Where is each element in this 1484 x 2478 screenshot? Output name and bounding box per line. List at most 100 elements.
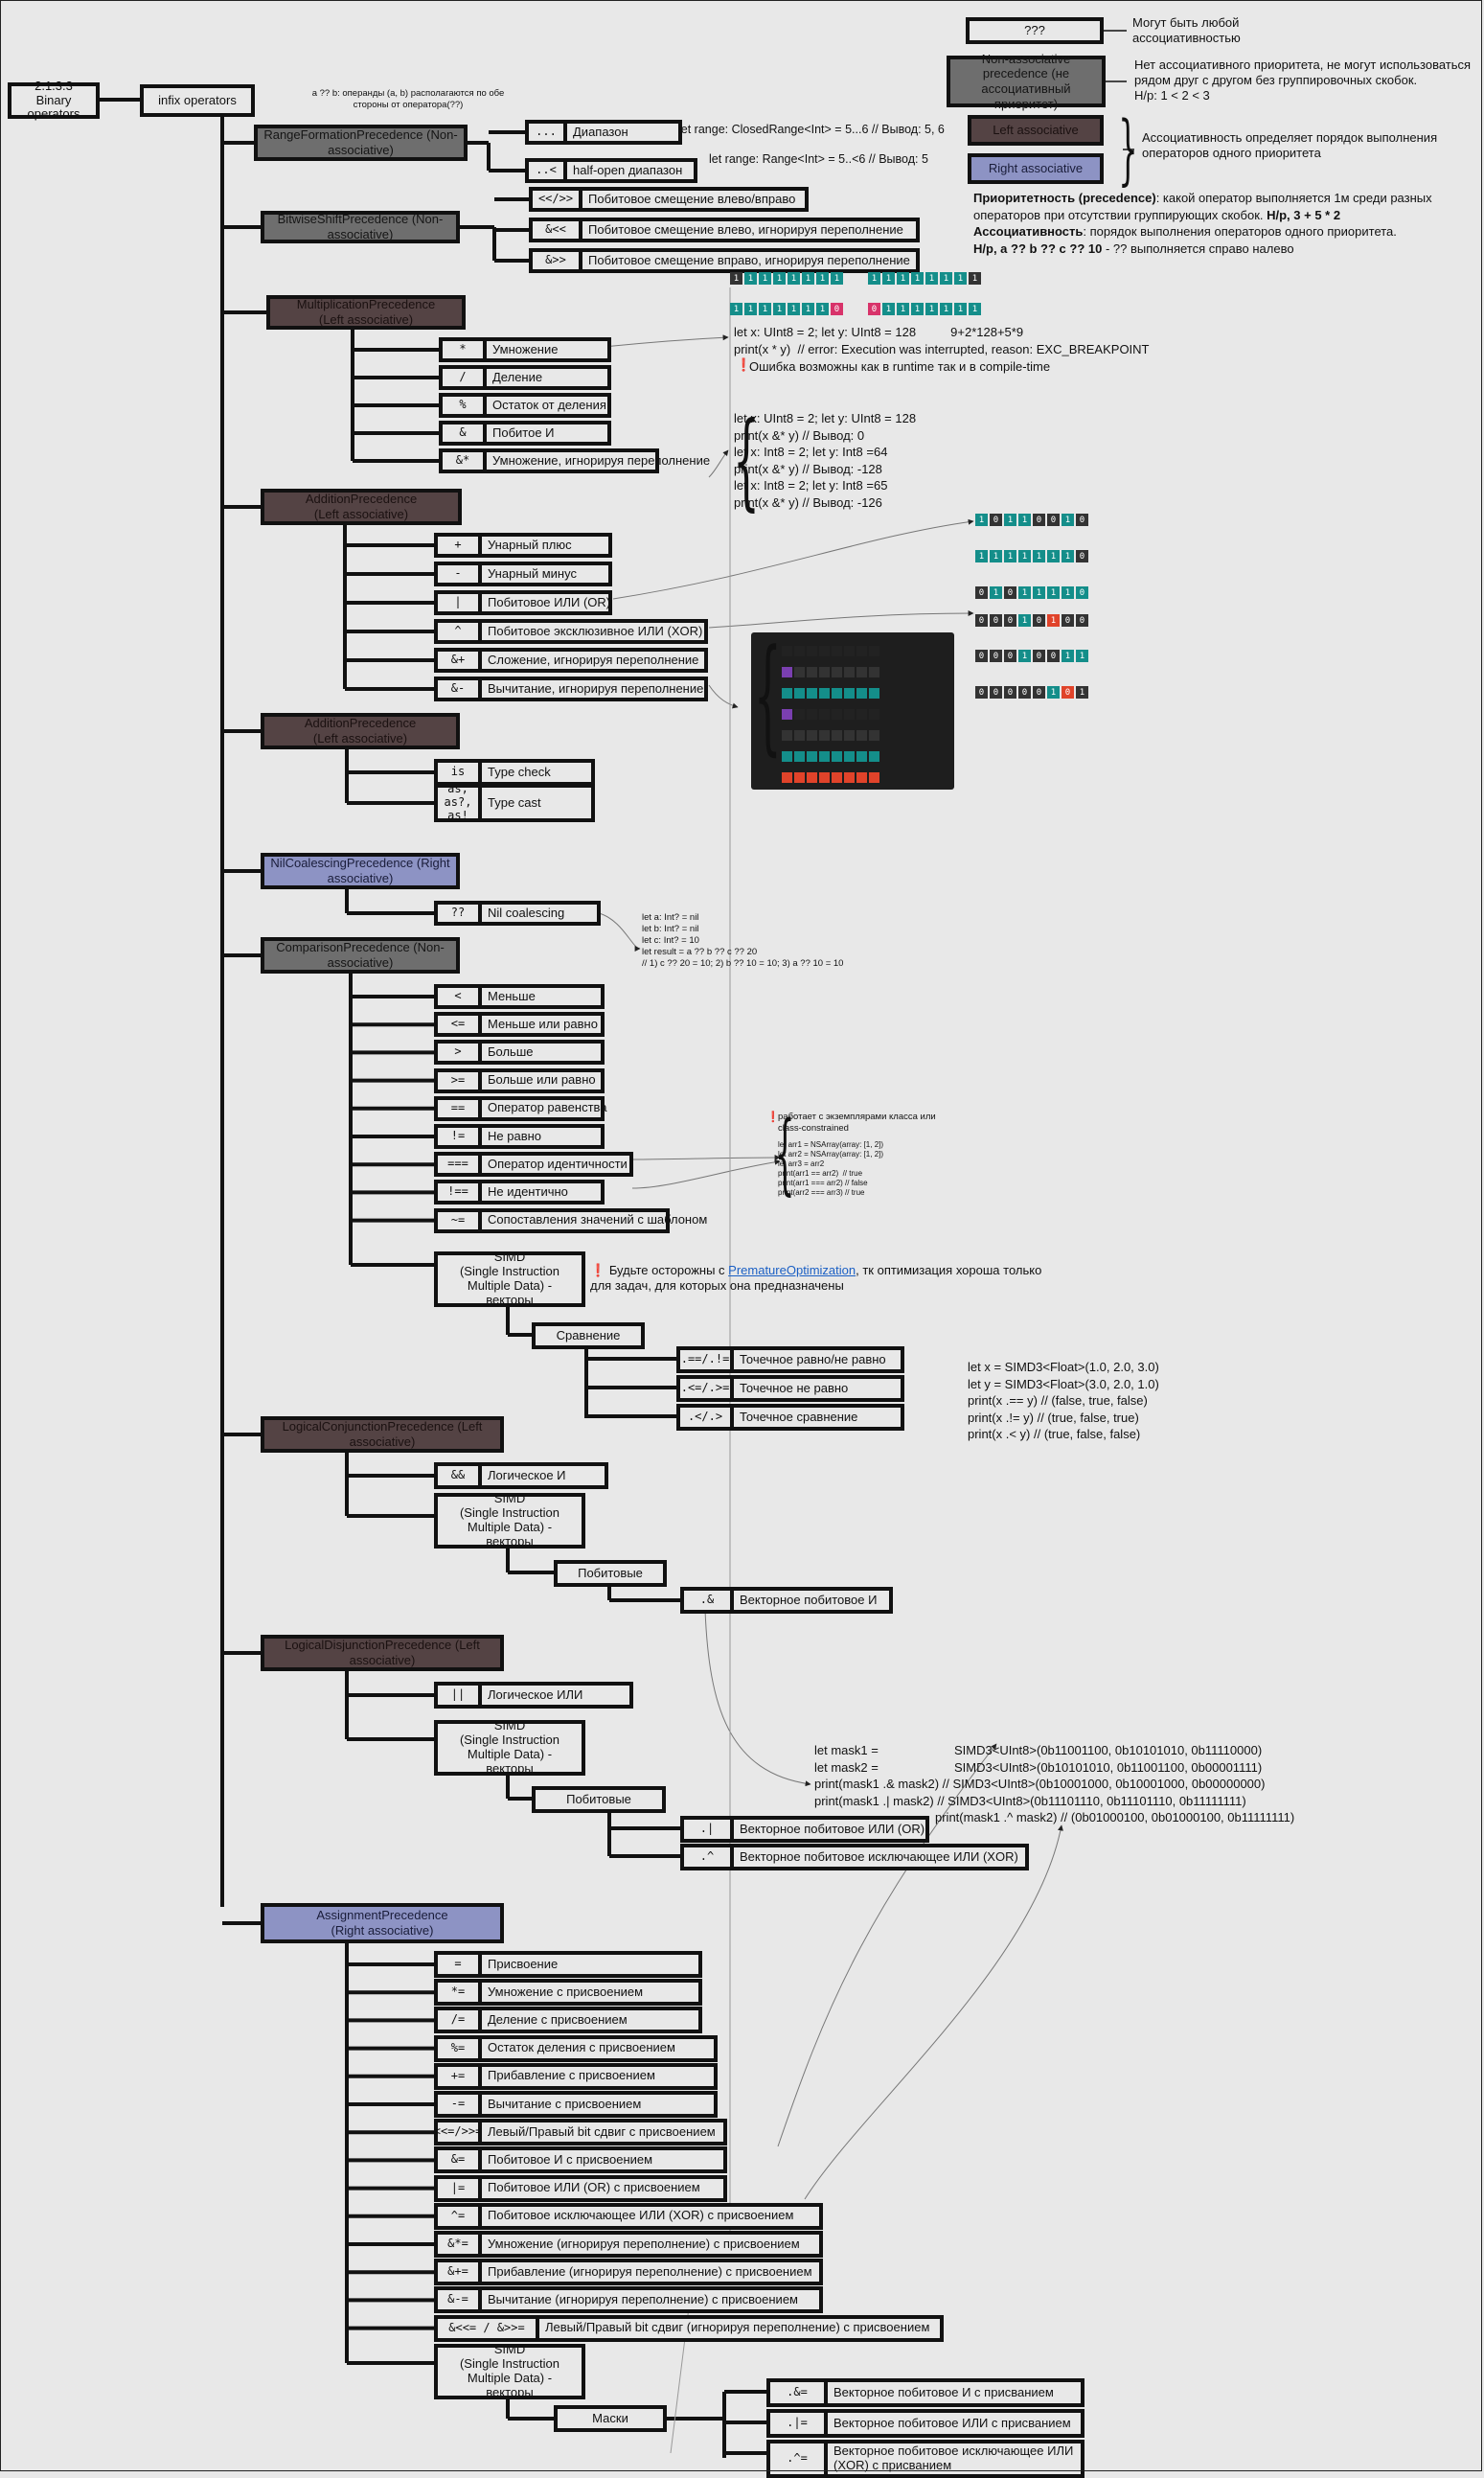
operator-symbol[interactable]: / bbox=[439, 365, 487, 390]
bit-cell: 1 bbox=[816, 272, 829, 285]
operator-symbol[interactable]: < bbox=[434, 984, 482, 1009]
operator-symbol[interactable]: > bbox=[434, 1040, 482, 1066]
operator-symbol[interactable]: >= bbox=[434, 1067, 482, 1093]
amp-code: let x: UInt8 = 2; let y: UInt8 = 128 pri… bbox=[734, 411, 917, 510]
reference-arrow bbox=[804, 1824, 1063, 2200]
bit-cell bbox=[844, 667, 855, 677]
bit-cell: 1 bbox=[990, 586, 1002, 599]
bit-cell: 1 bbox=[1033, 550, 1045, 562]
title-box: 2.1.3.3 Binary operators bbox=[8, 79, 100, 121]
operator-symbol[interactable]: === bbox=[434, 1152, 482, 1178]
operator-symbol[interactable]: | bbox=[434, 590, 482, 615]
bit-cell bbox=[794, 667, 805, 677]
amp-brace: { bbox=[733, 399, 760, 521]
operator-symbol[interactable]: &-= bbox=[434, 2286, 482, 2314]
operator-symbol[interactable]: % bbox=[439, 393, 487, 418]
operator-symbol[interactable]: .==/.!= bbox=[676, 1346, 734, 1373]
operator-symbol[interactable]: & bbox=[439, 421, 487, 446]
bit-cell bbox=[844, 751, 855, 762]
operator-symbol[interactable]: ... bbox=[525, 120, 567, 145]
operator-symbol[interactable]: * bbox=[439, 337, 487, 362]
operator-symbol[interactable]: .^ bbox=[680, 1844, 734, 1870]
operator-label: Меньше bbox=[478, 984, 605, 1009]
bit-cell bbox=[782, 667, 792, 677]
bit-cell: 1 bbox=[1004, 514, 1016, 526]
operator-symbol[interactable]: ~= bbox=[434, 1207, 482, 1233]
operator-symbol[interactable]: &+= bbox=[434, 2259, 482, 2286]
bit-cell: 0 bbox=[990, 614, 1002, 627]
group-add: AdditionPrecedence (Left associative) bbox=[261, 489, 462, 525]
operator-symbol[interactable]: &- bbox=[434, 677, 482, 701]
bit-cell: 1 bbox=[1047, 614, 1060, 627]
simd-sub-box: Сравнение bbox=[532, 1322, 645, 1349]
bit-cell bbox=[819, 730, 830, 741]
operator-symbol[interactable]: ^ bbox=[434, 619, 482, 644]
operator-symbol[interactable]: *= bbox=[434, 1979, 482, 2007]
operator-symbol[interactable]: &* bbox=[439, 448, 487, 473]
operator-symbol[interactable]: &>> bbox=[529, 248, 582, 273]
operator-symbol[interactable]: || bbox=[434, 1682, 482, 1709]
operator-label: Векторное побитовое И с присванием bbox=[824, 2378, 1084, 2407]
operator-symbol[interactable]: - bbox=[434, 562, 482, 586]
bit-cell: 1 bbox=[759, 303, 771, 315]
bit-cell: 1 bbox=[940, 303, 952, 315]
mask-code-xor: print(mask1 .^ mask2) // (0b01000100, 0b… bbox=[935, 1810, 1295, 1824]
operator-symbol[interactable]: <</>> bbox=[529, 187, 582, 212]
operator-symbol[interactable]: + bbox=[434, 533, 482, 558]
operator-symbol[interactable]: .|= bbox=[766, 2409, 828, 2438]
bit-cell bbox=[807, 667, 817, 677]
operator-symbol[interactable]: .</.> bbox=[676, 1404, 734, 1431]
operator-symbol[interactable]: ?? bbox=[434, 901, 482, 926]
operator-symbol[interactable]: &+ bbox=[434, 648, 482, 673]
operator-label: Логическое ИЛИ bbox=[478, 1682, 633, 1709]
bit-row bbox=[782, 709, 879, 720]
operator-symbol[interactable]: <<=/>>= bbox=[434, 2119, 482, 2146]
operator-symbol[interactable]: .| bbox=[680, 1816, 734, 1843]
operator-symbol[interactable]: = bbox=[434, 1951, 482, 1978]
bit-cell bbox=[807, 688, 817, 699]
operator-label: Побитовое И с присвоением bbox=[478, 2146, 727, 2174]
precedence-text-2: операторов при отсутствии группирующих с… bbox=[973, 207, 1267, 222]
operator-symbol[interactable]: ^= bbox=[434, 2202, 482, 2230]
operator-symbol[interactable]: &<< bbox=[529, 218, 582, 242]
operator-symbol[interactable]: .&= bbox=[766, 2378, 828, 2407]
bit-cell: 1 bbox=[1033, 586, 1045, 599]
bit-cell bbox=[832, 646, 842, 656]
operator-symbol[interactable]: += bbox=[434, 2062, 482, 2090]
premature-optimization-link[interactable]: PrematureOptimization bbox=[728, 1263, 856, 1277]
operator-symbol[interactable]: as, as?, as! bbox=[434, 782, 482, 822]
operator-symbol[interactable]: /= bbox=[434, 2007, 482, 2034]
operator-symbol[interactable]: .^= bbox=[766, 2440, 828, 2478]
legend-text-non: Нет ассоциативного приоритета, не могут … bbox=[1134, 57, 1472, 103]
bit-cell bbox=[844, 772, 855, 783]
operator-symbol[interactable]: ..< bbox=[525, 158, 567, 183]
operator-symbol[interactable]: |= bbox=[434, 2174, 482, 2202]
legend-box-any: ??? bbox=[966, 17, 1104, 44]
range-note-1: let range: ClosedRange<Int> = 5...6 // В… bbox=[678, 123, 945, 136]
operator-symbol[interactable]: <= bbox=[434, 1012, 482, 1038]
operator-symbol[interactable]: -= bbox=[434, 2091, 482, 2118]
operator-symbol[interactable]: .<=/.>= bbox=[676, 1375, 734, 1402]
bit-cell bbox=[819, 667, 830, 677]
operator-symbol[interactable]: && bbox=[434, 1462, 482, 1489]
bit-cell: 1 bbox=[1018, 586, 1031, 599]
operator-symbol[interactable]: .& bbox=[680, 1587, 734, 1614]
root-note: a ?? b: операнды (a, b) располагаются по… bbox=[311, 88, 505, 110]
mult-warning: Ошибка возможны как в runtime так и в co… bbox=[749, 359, 1051, 374]
bit-cell: 0 bbox=[1033, 650, 1045, 662]
operator-symbol[interactable]: %= bbox=[434, 2034, 482, 2062]
operator-symbol[interactable]: &*= bbox=[434, 2231, 482, 2258]
operator-symbol[interactable]: &<<= / &>>= bbox=[434, 2314, 539, 2342]
bit-row bbox=[782, 646, 879, 656]
operator-symbol[interactable]: == bbox=[434, 1095, 482, 1121]
operator-symbol[interactable]: &= bbox=[434, 2146, 482, 2174]
bit-cell bbox=[794, 730, 805, 741]
legend-box-left: Left associative bbox=[968, 115, 1104, 146]
bit-cell: 0 bbox=[975, 586, 988, 599]
bit-cell: 1 bbox=[773, 303, 786, 315]
nil-note: let a: Int? = nil let b: Int? = nil let … bbox=[642, 912, 844, 969]
operator-symbol[interactable]: !== bbox=[434, 1180, 482, 1205]
bit-cell: 1 bbox=[1018, 514, 1031, 526]
operator-symbol[interactable]: != bbox=[434, 1124, 482, 1149]
